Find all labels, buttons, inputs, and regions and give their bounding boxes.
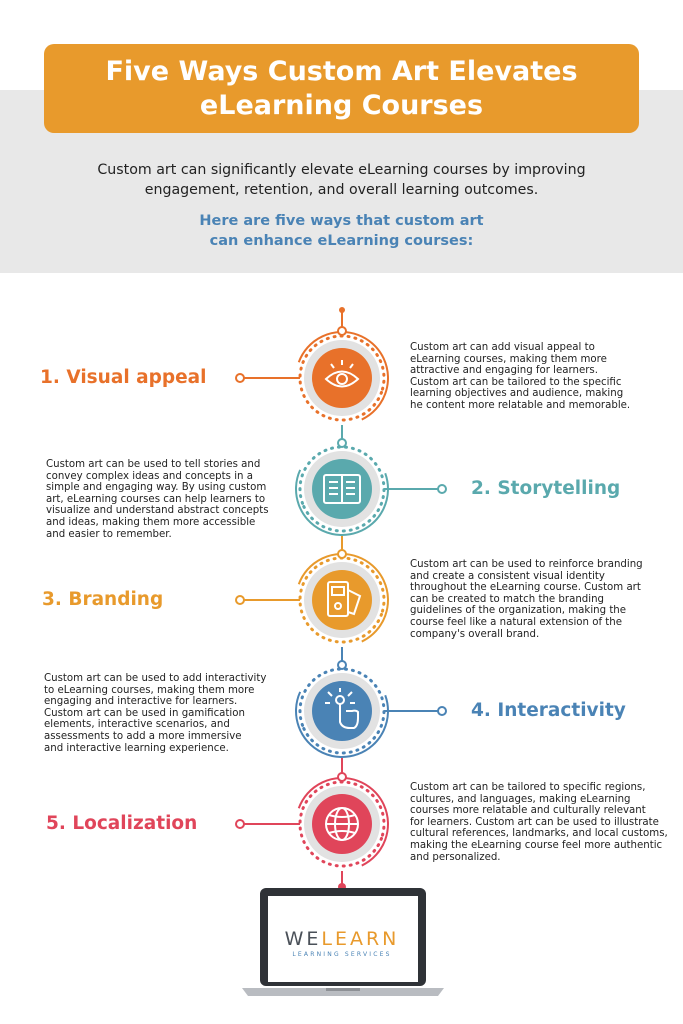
- intro-line-1: Custom art can significantly elevate eLe…: [97, 162, 586, 178]
- desc-line: Custom art can be used in gamification: [44, 707, 245, 719]
- desc-line: visualize and understand abstract concep…: [46, 505, 269, 517]
- globe-icon: [325, 807, 359, 841]
- desc-line: convey complex ideas and concepts in a: [46, 470, 253, 482]
- desc-line: learning objectives and audience, making: [410, 388, 624, 400]
- desc-line: guidelines of the organization, making t…: [410, 605, 627, 617]
- brand-swatch-icon: [327, 581, 362, 617]
- node-core: [312, 570, 372, 630]
- subheading-line-1: Here are five ways that custom art: [199, 213, 484, 229]
- laptop-illustration: [242, 888, 444, 996]
- node-arc-dotted: [298, 780, 386, 868]
- laptop-screen: [268, 896, 418, 982]
- desc-localization: Custom art can be tailored to specific r…: [410, 782, 668, 863]
- node-arc-dotted: [298, 667, 386, 755]
- welearn-logo: WELEARN LEARNING SERVICES: [262, 928, 422, 960]
- node-top-dot: [337, 438, 347, 448]
- desc-line: Custom art can be used to tell stories a…: [46, 459, 261, 470]
- heading-interactivity: 4. Interactivity: [471, 700, 626, 721]
- desc-line: course feel like a natural extension of …: [410, 616, 622, 628]
- desc-line: cultures, and languages, making eLearnin…: [410, 793, 631, 805]
- node-top-dot: [337, 326, 347, 336]
- connector-end-dot: [437, 706, 447, 716]
- desc-line: and create a consistent visual identity: [410, 570, 605, 582]
- desc-line: Custom art can be tailored to specific r…: [410, 782, 646, 793]
- desc-line: courses more relatable and culturally re…: [410, 805, 646, 817]
- node-arc-dotted: [298, 334, 386, 422]
- connector-end-dot: [235, 595, 245, 605]
- desc-line: Custom art can be used to reinforce bran…: [410, 559, 643, 570]
- desc-storytelling: Custom art can be used to tell stories a…: [46, 459, 269, 540]
- desc-line: for learners. Custom art can be used to …: [410, 816, 659, 828]
- desc-line: and ideas, making them more accessible: [46, 516, 256, 528]
- intro-text: Custom art can significantly elevate eLe…: [60, 160, 623, 200]
- desc-line: to eLearning courses, making them more: [44, 684, 255, 696]
- desc-line: throughout the eLearning course. Custom …: [410, 582, 641, 594]
- desc-line: can be created to match the branding: [410, 593, 605, 605]
- open-book-icon: [323, 474, 361, 504]
- node-arc-solid: [295, 664, 389, 758]
- logo-learn: LEARN: [321, 928, 400, 950]
- desc-line: and interactive learning experience.: [44, 742, 229, 754]
- connector-end-dot: [437, 484, 447, 494]
- laptop-notch: [326, 988, 360, 991]
- heading-localization: 5. Localization: [46, 813, 198, 834]
- desc-line: and personalized.: [410, 851, 501, 863]
- desc-line: Custom art can be tailored to the specif…: [410, 376, 622, 388]
- connector-end-dot: [235, 819, 245, 829]
- desc-line: and easier to remember.: [46, 528, 172, 540]
- node-top-dot: [337, 549, 347, 559]
- logo-wordmark: WELEARN: [262, 928, 422, 950]
- timeline-node-interactivity: [295, 660, 447, 758]
- desc-line: assessments to add a more immersive: [44, 730, 242, 742]
- node-arc-dotted: [298, 556, 386, 644]
- intro-line-2: engagement, retention, and overall learn…: [144, 182, 539, 198]
- desc-line: eLearning courses, making them more: [410, 353, 607, 365]
- page-title-line-2: eLearning Courses: [199, 89, 484, 121]
- timeline-node-storytelling: [295, 438, 447, 536]
- touch-hand-icon: [325, 688, 359, 729]
- desc-line: elements, interactive scenarios, and: [44, 719, 230, 731]
- desc-line: he content more relatable and memorable.: [410, 399, 631, 411]
- node-arc-solid: [295, 442, 389, 536]
- desc-line: art, eLearning courses can help learners…: [46, 493, 266, 505]
- node-top-dot: [337, 772, 347, 782]
- desc-branding: Custom art can be used to reinforce bran…: [410, 559, 643, 640]
- desc-line: making the eLearning course feel more au…: [410, 839, 663, 851]
- timeline-node-branding: [235, 549, 389, 647]
- timeline-node-localization: [235, 772, 389, 871]
- connector-end-dot: [235, 373, 245, 383]
- timeline-start-dot: [339, 307, 345, 313]
- subheading-line-2: can enhance eLearning courses:: [209, 233, 474, 249]
- desc-line: cultural references, landmarks, and loca…: [410, 828, 668, 840]
- eye-icon: [324, 360, 360, 388]
- desc-line: engaging and interactive for learners.: [44, 696, 238, 708]
- logo-we: WE: [284, 928, 322, 950]
- node-arc-solid: [295, 552, 389, 647]
- title-banner: Five Ways Custom Art Elevates eLearning …: [44, 44, 639, 133]
- logo-tagline: LEARNING SERVICES: [292, 951, 392, 958]
- node-arc-dotted: [298, 445, 386, 533]
- desc-line: Custom art can add visual appeal to: [410, 342, 595, 353]
- node-core: [312, 348, 372, 408]
- node-arc-solid: [295, 777, 389, 871]
- node-top-dot: [337, 660, 347, 670]
- heading-branding: 3. Branding: [42, 589, 164, 610]
- timeline-node-visual-appeal: [235, 326, 389, 425]
- desc-line: attractive and engaging for learners.: [410, 365, 598, 377]
- heading-storytelling: 2. Storytelling: [471, 478, 621, 499]
- node-arc-solid: [295, 331, 389, 425]
- desc-interactivity: Custom art can be used to add interactiv…: [44, 673, 266, 754]
- desc-line: simple and engaging way. By using custom: [46, 482, 267, 494]
- desc-line: Custom art can be used to add interactiv…: [44, 673, 267, 684]
- node-core: [312, 681, 372, 741]
- desc-line: company's overall brand.: [410, 628, 540, 640]
- desc-visual-appeal: Custom art can add visual appeal to eLea…: [410, 342, 630, 412]
- laptop-base: [242, 988, 444, 996]
- heading-visual-appeal: 1. Visual appeal: [40, 367, 207, 388]
- subheading: Here are five ways that custom art can e…: [120, 211, 563, 251]
- page-title-line-1: Five Ways Custom Art Elevates: [105, 55, 578, 87]
